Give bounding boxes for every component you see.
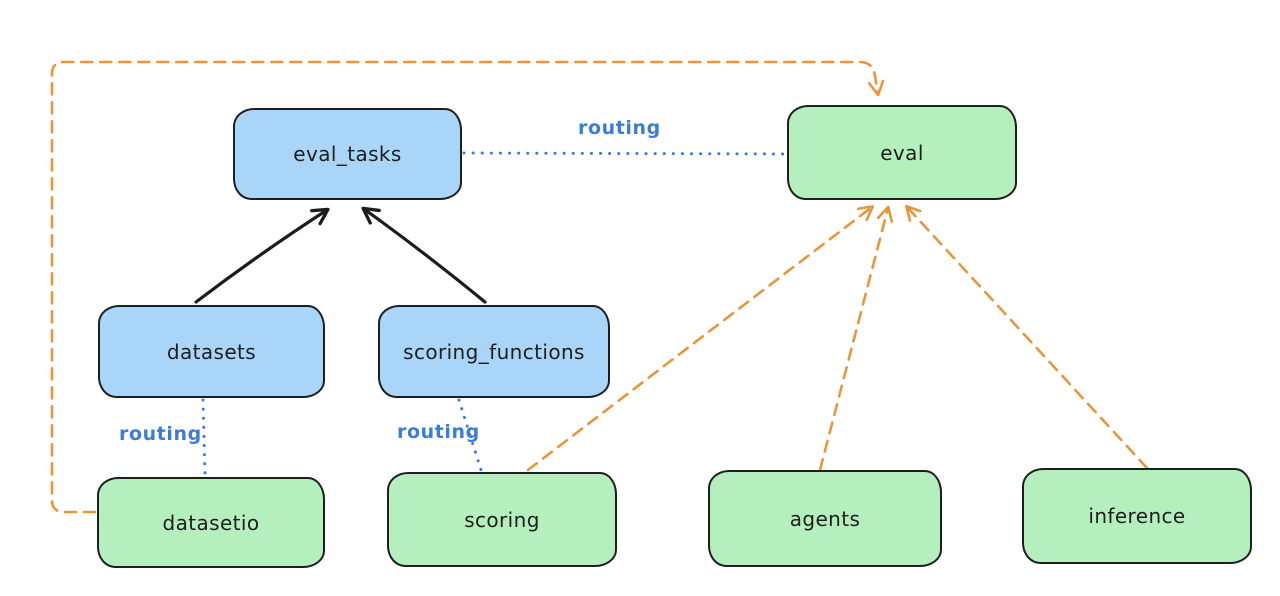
- edge-agents-to-eval: [818, 205, 894, 472]
- node-agents: agents: [708, 470, 942, 567]
- routing-label-scoring-functions-scoring: routing: [397, 421, 480, 443]
- node-agents-label: agents: [789, 506, 861, 531]
- node-scoring-label: scoring: [464, 507, 540, 532]
- node-inference-label: inference: [1088, 504, 1186, 528]
- edge-scoring-functions-to-eval-tasks: [361, 206, 487, 304]
- node-eval: eval: [787, 105, 1017, 200]
- routing-label-eval-tasks-eval: routing: [578, 117, 661, 139]
- edge-datasets-to-datasetio-routing: [201, 398, 207, 477]
- node-eval-label: eval: [880, 140, 924, 165]
- node-eval-tasks-label: eval_tasks: [293, 142, 402, 166]
- node-scoring: scoring: [387, 472, 617, 567]
- node-scoring-functions: scoring_functions: [378, 305, 610, 398]
- node-eval-tasks: eval_tasks: [233, 108, 462, 200]
- node-datasetio: datasetio: [97, 477, 325, 568]
- edge-datasets-to-eval-tasks: [194, 207, 330, 304]
- node-inference: inference: [1022, 468, 1252, 564]
- node-datasetio-label: datasetio: [162, 510, 260, 535]
- node-datasets-label: datasets: [166, 339, 257, 364]
- edge-inference-to-eval: [905, 204, 1149, 470]
- edge-eval-tasks-to-eval-routing: [462, 151, 788, 156]
- node-datasets: datasets: [98, 305, 325, 398]
- routing-label-datasets-datasetio: routing: [119, 423, 202, 445]
- node-scoring-functions-label: scoring_functions: [403, 339, 585, 364]
